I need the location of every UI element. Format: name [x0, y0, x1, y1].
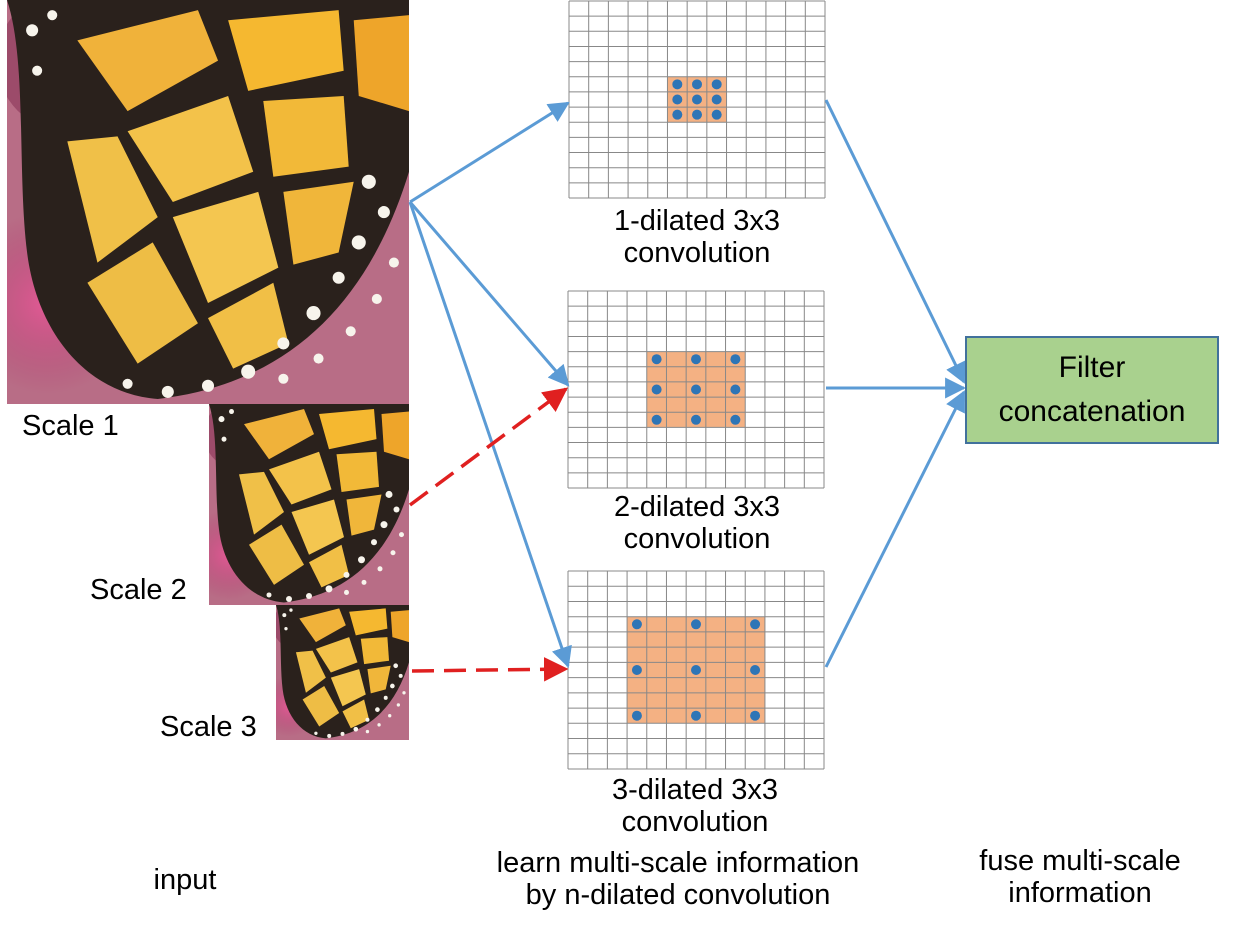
arrow-scale2-to-conv2	[408, 387, 568, 507]
kernel-dot	[750, 619, 761, 630]
scale-2-label: Scale 2	[90, 574, 187, 606]
conv2-grid	[567, 290, 825, 489]
kernel-dot	[750, 710, 761, 721]
conv1-caption-line1: 1-dilated 3x3	[613, 205, 781, 237]
arrow-conv3-to-concat	[824, 390, 966, 668]
learn-caption-line2: by n-dilated convolution	[525, 879, 831, 911]
conv2-caption-line2: convolution	[623, 523, 771, 555]
arrow-scale3-to-conv3	[411, 657, 569, 682]
kernel-dot	[691, 710, 701, 721]
arrow-input-to-conv3	[408, 201, 572, 668]
kernel-dot	[672, 94, 683, 105]
arrow-conv1-to-concat	[824, 99, 966, 384]
scale-2-image	[209, 404, 409, 605]
conv3-caption-line1: 3-dilated 3x3	[611, 774, 779, 806]
kernel-dot	[692, 94, 702, 105]
learn-caption: learn multi-scale information by n-dilat…	[438, 847, 918, 911]
kernel-dot	[631, 665, 642, 675]
kernel-dot	[730, 384, 741, 395]
kernel-dot	[651, 354, 662, 365]
scale-1-image	[7, 0, 409, 404]
conv1-caption: 1-dilated 3x3 convolution	[547, 205, 847, 269]
arrow-input-to-conv1	[409, 101, 570, 204]
conv2-caption-line1: 2-dilated 3x3	[613, 491, 781, 523]
arrows	[408, 99, 967, 682]
kernel-dot	[692, 109, 702, 120]
fuse-caption-line2: information	[1008, 877, 1152, 909]
kernel-dot	[651, 414, 662, 425]
kernel-dot	[711, 94, 722, 105]
kernel-dot	[631, 710, 642, 721]
kernel-dot	[691, 414, 701, 425]
kernel-dot	[691, 384, 701, 395]
conv2-caption: 2-dilated 3x3 convolution	[547, 491, 847, 555]
input-caption: input	[153, 864, 217, 896]
filter-concatenation-line1: Filter	[1058, 351, 1126, 384]
kernel-dot	[692, 79, 702, 90]
kernel-dot	[711, 79, 722, 90]
conv3-caption-line2: convolution	[621, 806, 769, 838]
kernel-dot	[691, 619, 701, 630]
conv3-grid	[567, 570, 825, 770]
scale-1-label: Scale 1	[22, 410, 119, 442]
conv1-grid	[568, 0, 826, 199]
kernel-dot	[631, 619, 642, 630]
scale-3-label: Scale 3	[160, 711, 257, 743]
kernel-dot	[691, 354, 701, 365]
kernel-dot	[691, 665, 701, 675]
filter-concatenation-box: Filter concatenation	[965, 336, 1219, 444]
kernel-dot	[672, 79, 683, 90]
scale-3-image	[276, 605, 409, 740]
kernel-dot	[672, 109, 683, 120]
arrow-input-to-conv2	[408, 201, 570, 387]
kernel-dot	[750, 665, 761, 675]
conv3-caption: 3-dilated 3x3 convolution	[545, 774, 845, 838]
conv1-caption-line2: convolution	[623, 237, 771, 269]
fuse-caption-line1: fuse multi-scale	[979, 845, 1181, 877]
kernel-dot	[730, 414, 741, 425]
kernel-dot	[730, 354, 741, 365]
kernel-dot	[711, 109, 722, 120]
convolution-grids	[567, 0, 826, 770]
learn-caption-line1: learn multi-scale information	[496, 847, 860, 879]
filter-concatenation-line2: concatenation	[998, 395, 1186, 428]
fuse-caption: fuse multi-scale information	[945, 845, 1215, 909]
kernel-dot	[651, 384, 662, 395]
